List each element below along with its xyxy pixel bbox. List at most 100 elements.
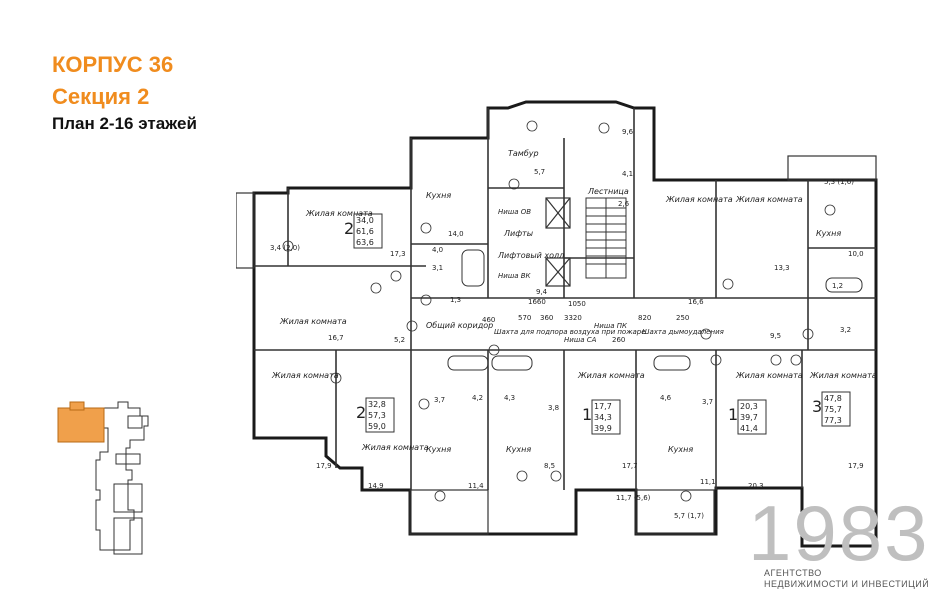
outer-walls bbox=[252, 100, 878, 548]
area-value: 14,0 bbox=[448, 230, 464, 238]
inner-walls bbox=[254, 108, 876, 490]
kitchen-label: Кухня bbox=[426, 191, 451, 200]
area-value: 9,4 bbox=[536, 288, 548, 296]
bathroom-fixtures bbox=[447, 249, 863, 371]
corridor-label: Общий коридор bbox=[426, 321, 493, 330]
key-plan-outline bbox=[95, 401, 149, 551]
area-value: 3,4 (2,0) bbox=[270, 244, 300, 252]
dimension: 460 bbox=[482, 316, 495, 324]
svg-text:1: 1 bbox=[728, 405, 738, 424]
room-label: Жилая комната bbox=[735, 371, 803, 380]
apartment-box: 2 34,0 61,6 63,6 bbox=[344, 213, 383, 249]
section-title: Секция 2 bbox=[52, 84, 150, 109]
kitchen-label: Кухня bbox=[816, 229, 841, 238]
area-value: 4,1 bbox=[622, 170, 633, 178]
area-value: 5,7 (1,7) bbox=[674, 512, 704, 520]
room-label: Жилая комната bbox=[279, 317, 347, 326]
lifts-label: Лифты bbox=[503, 229, 533, 238]
svg-text:57,3: 57,3 bbox=[368, 411, 386, 420]
area-value: 17,3 bbox=[390, 250, 406, 258]
key-plan-highlight bbox=[57, 407, 105, 443]
niche-vk-label: Ниша ВК bbox=[498, 272, 532, 280]
logo-line1: АГЕНТСТВО bbox=[764, 568, 822, 578]
area-value: 17,9 bbox=[848, 462, 864, 470]
area-value: 11,1 bbox=[700, 478, 716, 486]
area-value: 16,6 bbox=[688, 298, 704, 306]
area-value: 3,2 bbox=[840, 326, 851, 334]
niche-pk-label: Ниша ПК bbox=[594, 322, 628, 330]
room-label: Жилая комната bbox=[577, 371, 645, 380]
room-markers bbox=[282, 120, 836, 502]
svg-text:39,9: 39,9 bbox=[594, 424, 612, 433]
shaft-smoke-label: Шахта дымоудаления bbox=[642, 328, 724, 336]
svg-text:1: 1 bbox=[582, 405, 592, 424]
svg-text:2: 2 bbox=[356, 403, 366, 422]
svg-text:2: 2 bbox=[344, 219, 354, 238]
area-value: 3,7 bbox=[434, 396, 445, 404]
area-value: 3,8 bbox=[548, 404, 559, 412]
area-value: 16,7 bbox=[328, 334, 344, 342]
svg-text:34,3: 34,3 bbox=[594, 413, 612, 422]
svg-text:77,3: 77,3 bbox=[824, 416, 842, 425]
dimension: 570 bbox=[518, 314, 531, 322]
svg-text:17,7: 17,7 bbox=[594, 402, 612, 411]
area-value: 11,7 (5,6) bbox=[616, 494, 651, 502]
dimensions: 460 570 360 3320 1050 820 250 260 1660 bbox=[482, 298, 689, 344]
area-value: 17,7 bbox=[622, 462, 638, 470]
area-value: 4,0 bbox=[432, 246, 443, 254]
key-plan bbox=[57, 401, 149, 555]
area-value: 9,5 bbox=[770, 332, 781, 340]
area-value: 11,4 bbox=[468, 482, 484, 490]
tambour-label: Тамбур bbox=[508, 149, 539, 158]
staircase bbox=[585, 197, 627, 279]
room-label: Жилая комната bbox=[735, 195, 803, 204]
area-value: 10,0 bbox=[848, 250, 864, 258]
svg-text:61,6: 61,6 bbox=[356, 227, 374, 236]
svg-text:75,7: 75,7 bbox=[824, 405, 842, 414]
svg-text:59,0: 59,0 bbox=[368, 422, 386, 431]
area-value: 2,6 bbox=[618, 200, 630, 208]
room-label: Жилая комната bbox=[809, 371, 877, 380]
area-value: 13,3 bbox=[774, 264, 790, 272]
dimension: 250 bbox=[676, 314, 689, 322]
area-value: 4,6 bbox=[660, 394, 672, 402]
room-label: Жилая комната bbox=[305, 209, 373, 218]
area-value: 1,2 bbox=[832, 282, 843, 290]
area-value: 1,3 bbox=[450, 296, 461, 304]
apartment-box: 3 47,8 75,7 77,3 bbox=[812, 391, 851, 427]
floor-plan: Жилая комната Жилая комната Жилая комнат… bbox=[236, 100, 878, 548]
apartment-box: 2 32,8 57,3 59,0 bbox=[356, 397, 395, 433]
apartment-box: 1 17,7 34,3 39,9 bbox=[582, 399, 621, 435]
agency-logo: 1983 АГЕНТСТВО НЕДВИЖИМОСТИ И ИНВЕСТИЦИЙ bbox=[748, 494, 929, 589]
dimension: 3320 bbox=[564, 314, 582, 322]
room-label: Жилая комната bbox=[271, 371, 339, 380]
lift-shafts bbox=[545, 197, 571, 287]
key-plan-wing bbox=[113, 415, 143, 555]
svg-text:20,3: 20,3 bbox=[740, 402, 758, 411]
kitchen-label: Кухня bbox=[506, 445, 531, 454]
svg-text:47,8: 47,8 bbox=[824, 394, 842, 403]
kitchen-label: Кухня bbox=[426, 445, 451, 454]
logo-line2: НЕДВИЖИМОСТИ И ИНВЕСТИЦИЙ bbox=[764, 579, 930, 589]
area-value: 5,2 bbox=[394, 336, 405, 344]
shaft-air-label: Шахта для подпора воздуха при пожаре bbox=[494, 328, 646, 336]
svg-text:63,6: 63,6 bbox=[356, 238, 374, 247]
room-label: Жилая комната bbox=[361, 443, 429, 452]
apartment-box: 1 20,3 39,7 41,4 bbox=[728, 399, 767, 435]
niche-sa-label: Ниша СА bbox=[564, 336, 597, 344]
kitchen-label: Кухня bbox=[668, 445, 693, 454]
svg-text:3: 3 bbox=[812, 397, 822, 416]
dimension: 820 bbox=[638, 314, 651, 322]
balconies bbox=[236, 155, 877, 535]
area-value: 3,1 bbox=[432, 264, 443, 272]
area-value: 5,7 bbox=[534, 168, 545, 176]
lift-hall-label: Лифтовый холл bbox=[497, 251, 564, 260]
area-value: 8,5 bbox=[544, 462, 555, 470]
room-areas: 17,3 16,7 17,9 14,9 14,0 11,4 8,5 17,7 1… bbox=[270, 128, 864, 520]
svg-text:32,8: 32,8 bbox=[368, 400, 386, 409]
area-value: 20,3 bbox=[748, 482, 764, 490]
dimension: 1660 bbox=[528, 298, 546, 306]
floors-title: План 2-16 этажей bbox=[52, 114, 197, 133]
svg-text:41,4: 41,4 bbox=[740, 424, 758, 433]
svg-text:34,0: 34,0 bbox=[356, 216, 374, 225]
